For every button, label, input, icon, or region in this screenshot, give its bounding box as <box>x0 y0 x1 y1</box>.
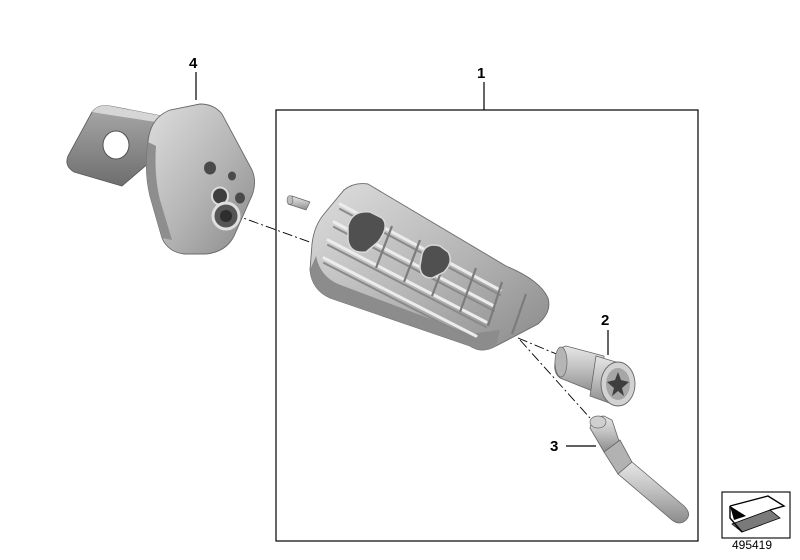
callout-bracket-label: 4 <box>189 55 198 72</box>
reference-number: 495419 <box>731 538 773 552</box>
bracket-part <box>66 103 255 255</box>
callout-screw-label: 2 <box>601 312 609 329</box>
callout-assembly-label: 1 <box>477 65 485 82</box>
footpeg-part <box>309 183 550 351</box>
screw-part <box>554 345 636 407</box>
assembly-frame <box>275 109 699 542</box>
callout-pin: 3 <box>550 438 596 455</box>
callout-assembly: 1 <box>477 65 485 110</box>
pin-part <box>589 415 689 524</box>
orientation-icon-box <box>721 491 791 539</box>
callout-bracket: 4 <box>189 55 198 100</box>
callout-pin-label: 3 <box>550 438 558 455</box>
dowel-pin <box>286 195 311 211</box>
arrow-down-left-icon <box>729 495 786 533</box>
callout-screw: 2 <box>601 312 609 355</box>
